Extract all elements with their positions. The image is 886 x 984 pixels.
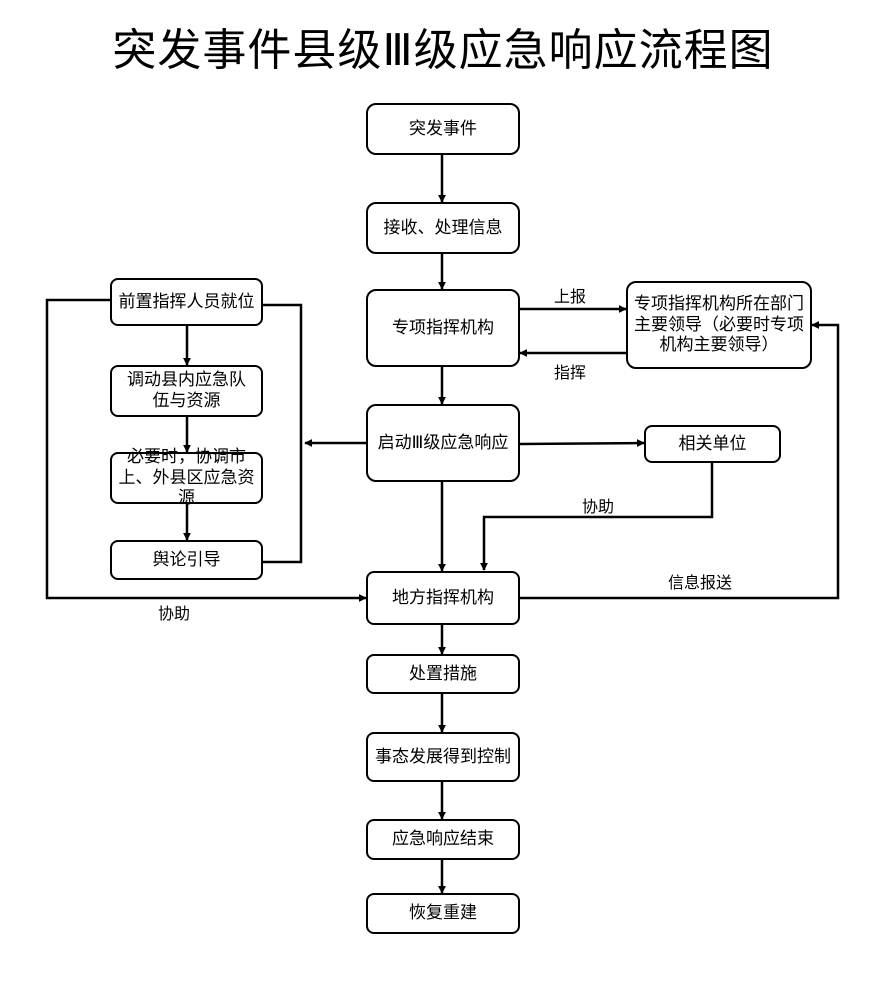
node-coordinate: 必要时，协调市上、外县区应急资源 [110,447,263,508]
node-leaders: 专项指挥机构所在部门主要领导（必要时专项机构主要领导） [626,281,812,369]
label-report-up: 上报 [554,287,587,306]
label-assist-right: 协助 [582,497,615,516]
node-event: 突发事件 [366,103,520,155]
label-command: 指挥 [554,363,587,382]
node-disposal: 处置措施 [366,654,520,694]
node-front-staff: 前置指挥人员就位 [110,278,263,326]
node-end-response: 应急响应结束 [366,819,520,860]
node-special-command: 专项指挥机构 [366,289,520,367]
edge-launch-related [519,439,645,448]
label-info-send: 信息报送 [668,573,733,592]
page-title: 突发事件县级Ⅲ级应急响应流程图 [112,25,774,76]
node-local-command: 地方指挥机构 [366,571,520,625]
node-controlled: 事态发展得到控制 [366,732,520,782]
node-receive: 接收、处理信息 [366,202,520,254]
edge-bracket [263,303,303,564]
label-assist-left: 协助 [158,604,191,623]
edge-front-local [45,298,367,602]
node-related-units: 相关单位 [644,425,781,463]
node-launch: 启动Ⅲ级应急响应 [366,404,520,482]
node-opinion: 舆论引导 [110,540,263,580]
node-recover: 恢复重建 [366,893,520,934]
edge-info-send [520,321,840,600]
node-mobilize: 调动县内应急队伍与资源 [110,365,263,417]
edge-related-local [480,463,714,571]
